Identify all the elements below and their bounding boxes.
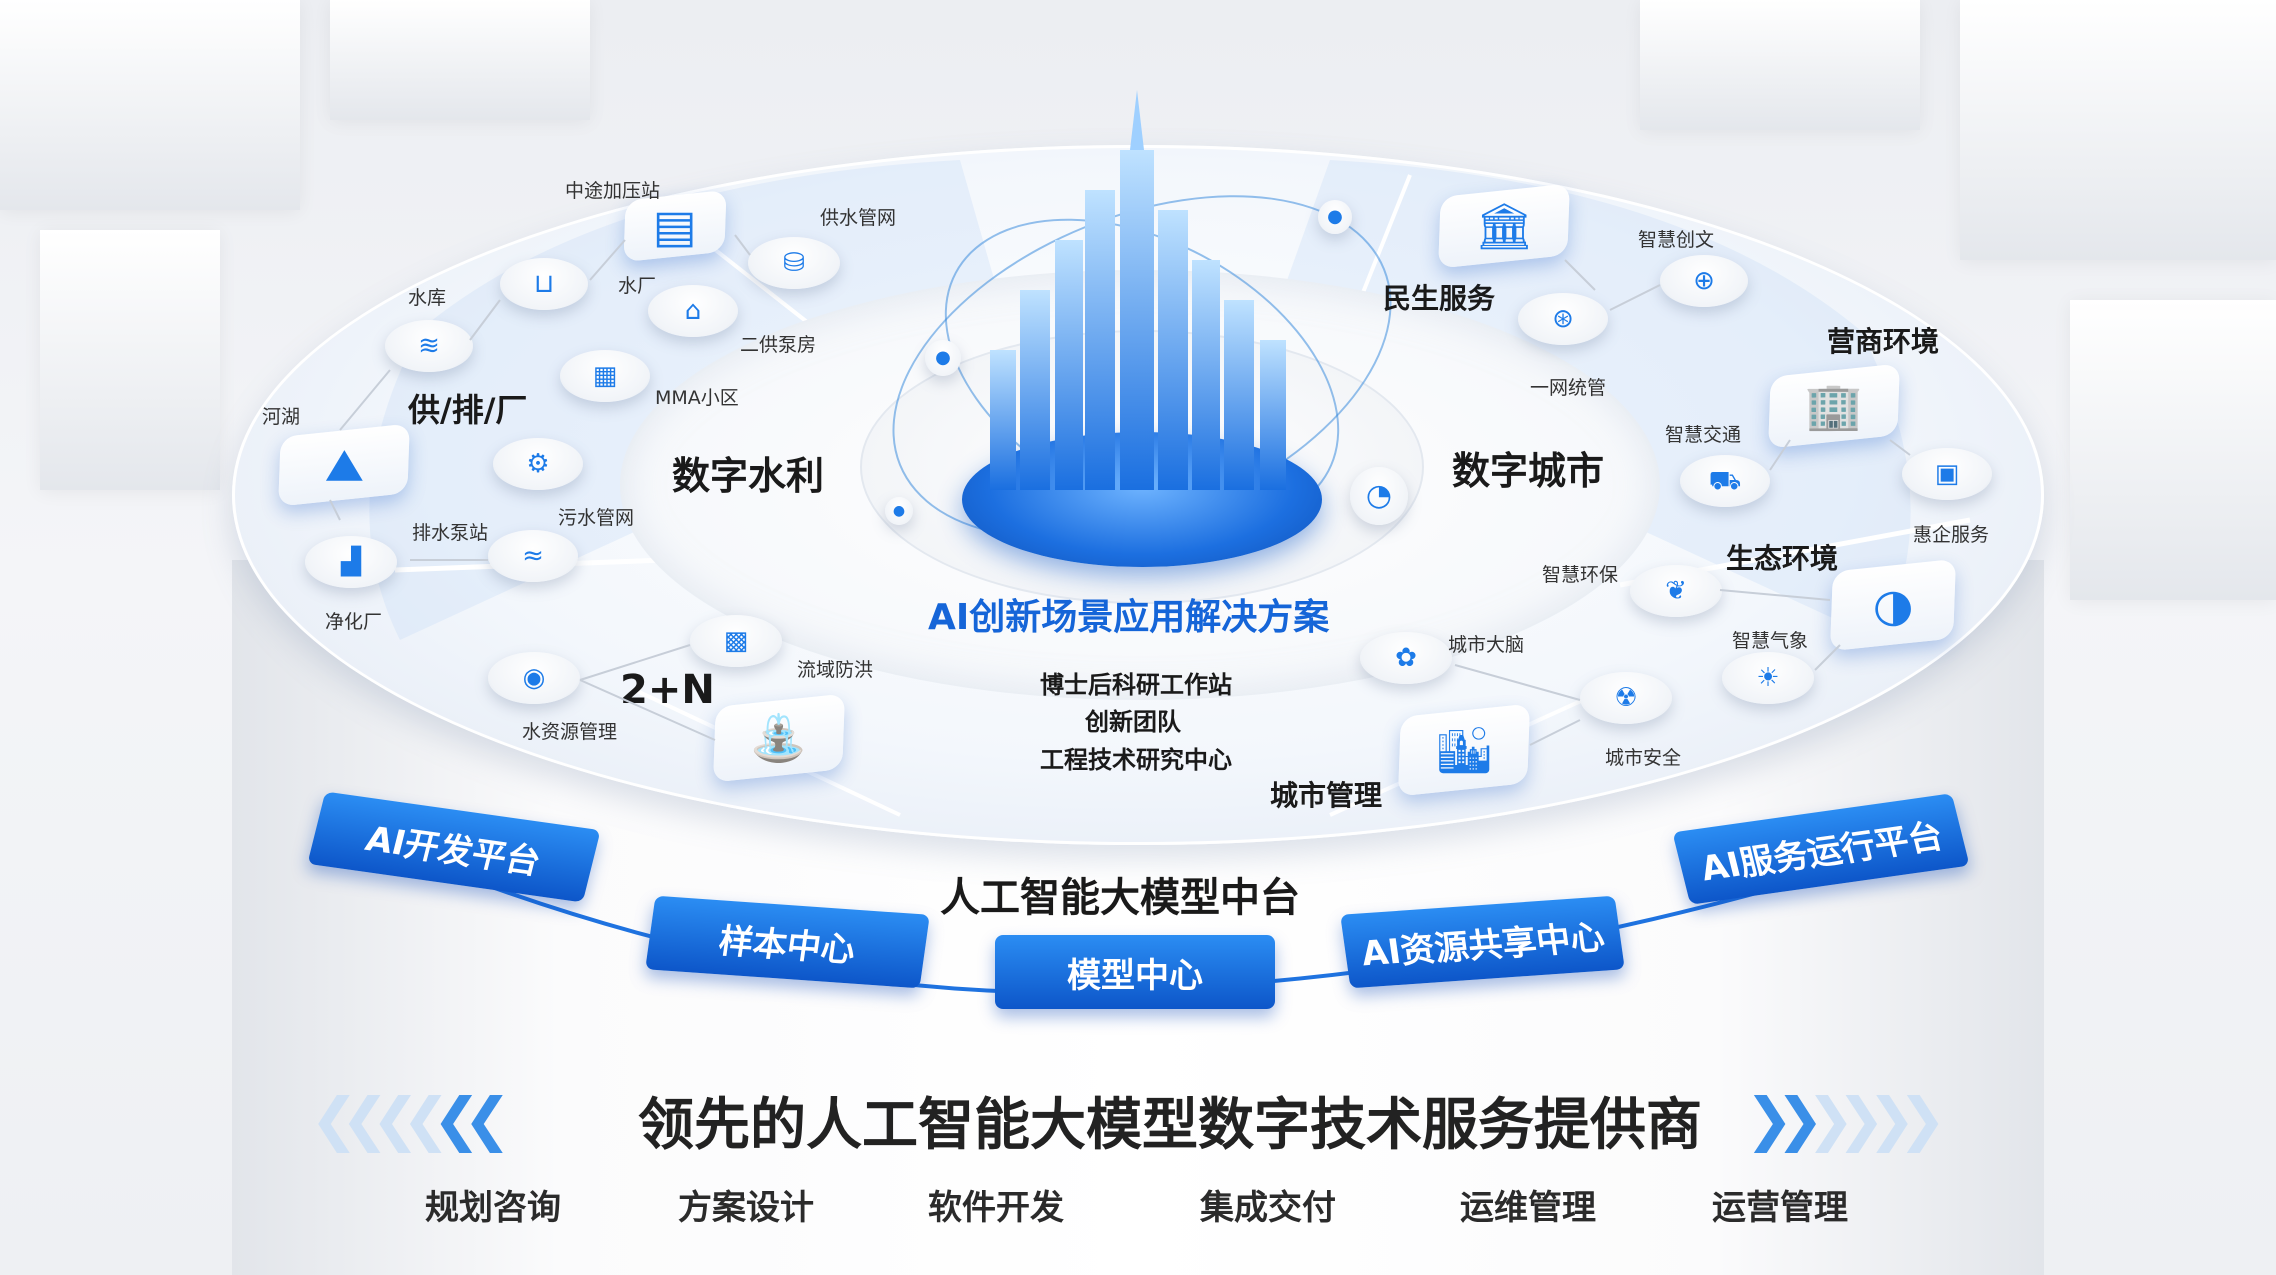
city-group-ecology: 生态环境 (1726, 542, 1839, 575)
center-line-1: 博士后科研工作站 (1040, 671, 1232, 699)
model-center-button[interactable]: 模型中心 (995, 935, 1275, 1009)
river-lake-node-small[interactable]: ≋ (385, 320, 473, 372)
service-item: 运营管理 (1712, 1188, 1848, 1228)
reservoir-node[interactable]: ⊔ (500, 258, 588, 310)
weather-label: 智慧气象 (1732, 630, 1809, 652)
brain-icon: ✿ (1395, 643, 1417, 673)
center-line-3: 工程技术研究中心 (1040, 746, 1232, 774)
sewer-pipe-icon: ⚙ (526, 449, 550, 479)
one-net-label: 一网统管 (1530, 377, 1607, 399)
service-item: 集成交付 (1200, 1188, 1336, 1228)
enterprise-node[interactable]: ▣ (1902, 448, 1992, 500)
city-group-city-mgmt: 城市管理 (1270, 779, 1383, 812)
center-line-2: 创新团队 (1085, 708, 1181, 736)
city-safety-label: 城市安全 (1605, 747, 1682, 769)
pressure-station-label: 中途加压站 (565, 180, 661, 202)
one-net-node[interactable]: ⊛ (1518, 293, 1608, 345)
drain-pump-node[interactable]: ≈ (488, 530, 578, 582)
purification-plant-node[interactable]: ▟ (305, 536, 397, 588)
city-group-livelihood: 民生服务 (1383, 282, 1496, 315)
supply-network-label: 供水管网 (820, 207, 897, 229)
platform-title: 人工智能大模型中台 (940, 875, 1300, 921)
wave-icon: ≋ (418, 331, 440, 361)
city-skyline-icon (990, 90, 1286, 490)
service-item: 软件开发 (928, 1188, 1064, 1228)
leaf-icon: ❦ (1665, 576, 1687, 606)
background-block-left (0, 0, 300, 210)
chevron-right-icon: ❯❯❯❯❯❯ (1745, 1085, 1947, 1153)
orbit-dot-icon: ● (1318, 200, 1352, 234)
enterprise-label: 惠企服务 (1913, 524, 1990, 546)
company-logo-icon: ◔ (1350, 467, 1408, 525)
briefcase-icon: ▣ (1934, 459, 1960, 489)
weather-node[interactable]: ☀ (1722, 652, 1814, 704)
water-plant-label: 水厂 (618, 275, 657, 297)
city-sector-title: 数字城市 (1452, 449, 1605, 493)
reservoir-label: 水库 (408, 287, 447, 309)
center-title: AI创新场景应用解决方案 (928, 597, 1330, 638)
main-slogan: 领先的人工智能大模型数字技术服务提供商 (638, 1093, 1702, 1158)
service-item: 规划咨询 (425, 1188, 561, 1228)
sewer-network-node[interactable]: ⚙ (493, 438, 583, 490)
pipe-network-icon: ⛁ (783, 248, 805, 278)
city-group-business: 营商环境 (1827, 325, 1940, 358)
secondary-pump-node[interactable]: ⌂ (648, 285, 738, 337)
chevron-left-icon: ❮❮❮❮❮❮ (310, 1085, 512, 1153)
background-block-left-2 (40, 230, 220, 490)
water-sector-title: 数字水利 (672, 454, 825, 498)
city-brain-node[interactable]: ✿ (1360, 632, 1452, 684)
culture-node[interactable]: ⊕ (1660, 255, 1748, 307)
supply-network-node[interactable]: ⛁ (748, 237, 840, 289)
city-brain-label: 城市大脑 (1448, 634, 1525, 656)
service-item: 运维管理 (1460, 1188, 1596, 1228)
sewer-network-label: 污水管网 (558, 507, 635, 529)
drain-icon: ≈ (522, 541, 544, 571)
residential-icon: ▦ (592, 361, 618, 391)
secondary-pump-label: 二供泵房 (740, 334, 817, 356)
mma-node[interactable]: ▦ (560, 350, 650, 402)
pump-room-icon: ⌂ (684, 296, 702, 326)
background-block-top-right (1640, 0, 1920, 130)
flood-icon: ▩ (723, 626, 749, 656)
env-protect-label: 智慧环保 (1542, 564, 1619, 586)
basin-flood-label: 流域防洪 (797, 659, 874, 681)
orbit-dot-icon: ● (885, 497, 913, 525)
compass-icon: ⊕ (1693, 266, 1715, 296)
env-protect-node[interactable]: ❦ (1630, 565, 1722, 617)
traffic-label: 智慧交通 (1665, 424, 1742, 446)
car-icon: ⛟ (1708, 466, 1742, 496)
river-lake-label: 河湖 (262, 406, 301, 428)
reservoir-icon: ⊔ (533, 269, 555, 299)
service-item: 方案设计 (678, 1188, 814, 1228)
sun-cloud-icon: ☀ (1756, 663, 1780, 693)
basin-flood-node[interactable]: ▩ (690, 615, 782, 667)
water-group-supply: 供/排/厂 (408, 391, 528, 429)
background-block-top-left (330, 0, 590, 120)
water-resource-label: 水资源管理 (522, 721, 618, 743)
culture-label: 智慧创文 (1638, 229, 1715, 251)
city-safety-node[interactable]: ☢ (1580, 672, 1672, 724)
shield-icon: ☢ (1614, 683, 1638, 713)
factory-icon: ▟ (341, 547, 361, 577)
traffic-node[interactable]: ⛟ (1680, 455, 1770, 507)
water-drop-icon: ◉ (522, 663, 546, 693)
mma-label: MMA小区 (655, 387, 739, 409)
orbit-dot-icon: ● (925, 340, 961, 376)
drain-pump-label: 排水泵站 (412, 522, 489, 544)
background-block-right-2 (2070, 300, 2276, 600)
water-resource-node[interactable]: ◉ (488, 652, 580, 704)
purification-plant-label: 净化厂 (325, 611, 383, 633)
background-block-right (1960, 0, 2276, 260)
globe-icon: ⊛ (1552, 304, 1574, 334)
